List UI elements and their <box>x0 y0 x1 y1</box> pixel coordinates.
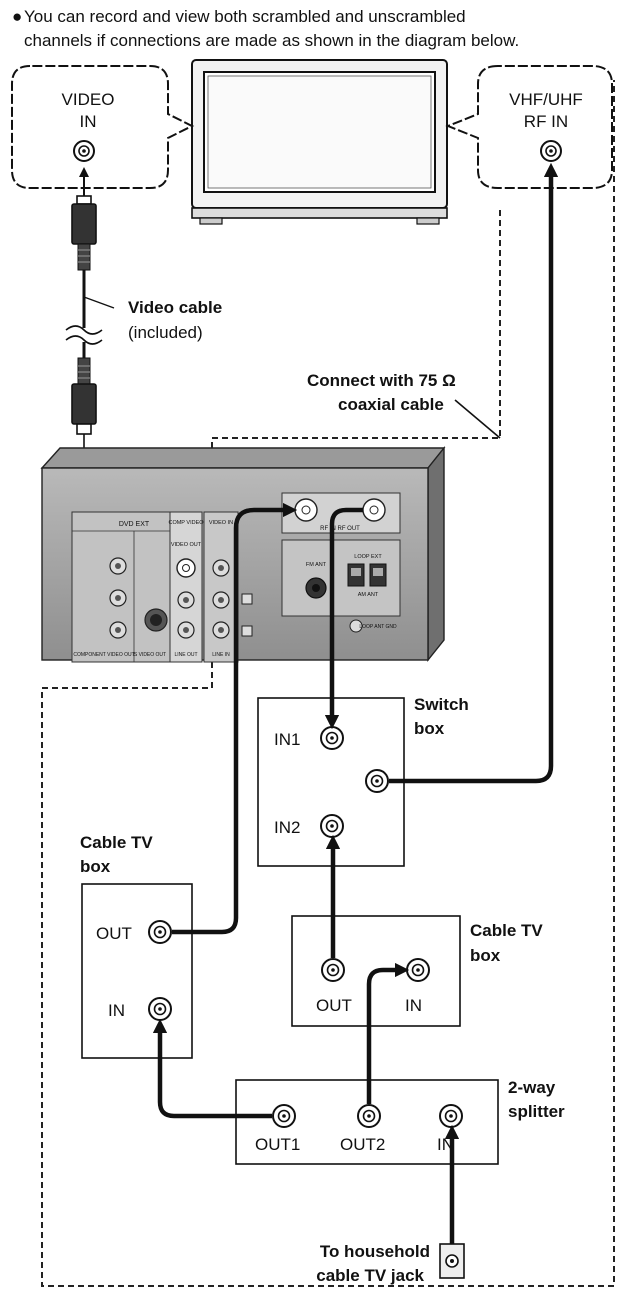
splitter-out1-jack <box>272 1104 296 1128</box>
switch-box-title-2: box <box>414 719 445 738</box>
panel-loop-ext-label: LOOP EXT <box>354 554 382 560</box>
cable-box-left-title-1: Cable TV <box>80 833 153 852</box>
video-cable-label: Video cable <box>128 298 222 317</box>
coax-note-line-1: Connect with 75 Ω <box>307 371 456 390</box>
wire-splitter-out2-to-cable-box-in <box>366 962 410 1104</box>
switch-box-in1-jack <box>320 726 344 750</box>
cable-box-right-title-1: Cable TV <box>470 921 543 940</box>
switch-box-out-jack <box>365 769 389 793</box>
wire-cable-box-out-to-rf-in <box>172 502 298 935</box>
switch-box-in2-jack <box>320 814 344 838</box>
splitter-out1-label: OUT1 <box>255 1135 300 1154</box>
wall-jack-label-1: To household <box>320 1242 430 1261</box>
cable-box-right-in-jack <box>406 958 430 982</box>
splitter-title-1: 2-way <box>508 1078 556 1097</box>
intro-line-1: You can record and view both scrambled a… <box>24 7 466 26</box>
panel-am-terminals <box>347 563 387 587</box>
switch-box-in2-label: IN2 <box>274 818 300 837</box>
coax-route-dashed <box>41 80 615 1287</box>
panel-s-video-label: S VIDEO OUT <box>134 652 166 658</box>
intro-line-2: channels if connections are made as show… <box>24 31 519 50</box>
panel-line-in-label: LINE IN <box>212 652 230 658</box>
cable-box-right-title-2: box <box>470 946 501 965</box>
panel-s-video-jack <box>144 608 168 632</box>
tv-rf-in-label-2: RF IN <box>524 112 568 131</box>
tv-rf-in-callout: VHF/UHF RF IN <box>445 65 613 189</box>
coax-note-line-2: coaxial cable <box>338 395 444 414</box>
panel-video-out-label: VIDEO OUT <box>171 542 202 548</box>
recorder-rear-panel: DVD EXT COMPONENT VIDEO OUT S VIDEO OUT … <box>40 446 446 663</box>
splitter-out2-label: OUT2 <box>340 1135 385 1154</box>
tv-video-in-label-2: IN <box>80 112 97 131</box>
panel-video-in-label: VIDEO IN <box>209 520 233 526</box>
wire-switch-out-to-tv-rf-in <box>389 162 559 784</box>
tv-video-in-jack <box>73 140 95 162</box>
cable-box-right-in-label: IN <box>405 996 422 1015</box>
cable-box-left-in-label: IN <box>108 1001 125 1020</box>
panel-component-jacks <box>109 557 127 639</box>
tv-video-in-label-1: VIDEO <box>62 90 115 109</box>
panel-rf-in-out-label: RF IN RF OUT <box>320 526 360 532</box>
intro-bullet: ● <box>12 7 22 26</box>
wall-jack <box>439 1243 465 1279</box>
panel-loop-ant-gnd-label: LOOP ANT GND <box>359 624 397 630</box>
cable-box-left-out-jack <box>148 920 172 944</box>
tv-rf-in-label-1: VHF/UHF <box>509 90 583 109</box>
cable-box-right-out-label: OUT <box>316 996 352 1015</box>
wire-rf-out-to-switch-in1 <box>324 507 363 730</box>
coax-note-leader <box>454 399 501 439</box>
cable-box-left-title-2: box <box>80 857 111 876</box>
cable-box-right-out-jack <box>321 958 345 982</box>
splitter-out2-jack <box>357 1104 381 1128</box>
panel-line-out-label: LINE OUT <box>174 652 197 658</box>
tv-video-in-callout: VIDEO IN <box>11 65 195 189</box>
cable-box-left <box>81 883 193 1059</box>
panel-fm-ant-label: FM ANT <box>306 562 327 568</box>
panel-rf-out-jack <box>362 498 386 522</box>
panel-am-ant-label: AM ANT <box>358 592 379 598</box>
panel-comp-video-label: COMP VIDEO <box>168 520 204 526</box>
panel-rf-in-jack <box>294 498 318 522</box>
television <box>191 59 448 225</box>
wire-splitter-out1-to-cable-box-in <box>152 1018 272 1119</box>
switch-box-in1-label: IN1 <box>274 730 300 749</box>
cable-box-left-out-label: OUT <box>96 924 132 943</box>
panel-dvd-ext-label: DVD EXT <box>119 521 150 528</box>
splitter-in-jack <box>439 1104 463 1128</box>
splitter-title-2: splitter <box>508 1102 565 1121</box>
panel-component-label: COMPONENT VIDEO OUT <box>73 652 134 658</box>
switch-box-title-1: Switch <box>414 695 469 714</box>
video-cable-note: (included) <box>128 323 203 342</box>
cable-box-left-in-jack <box>148 997 172 1021</box>
panel-fm-ant-jack <box>305 577 327 599</box>
wall-jack-label-2: cable TV jack <box>316 1266 424 1285</box>
tv-rf-in-jack <box>540 140 562 162</box>
panel-video-out-jack <box>176 558 196 578</box>
